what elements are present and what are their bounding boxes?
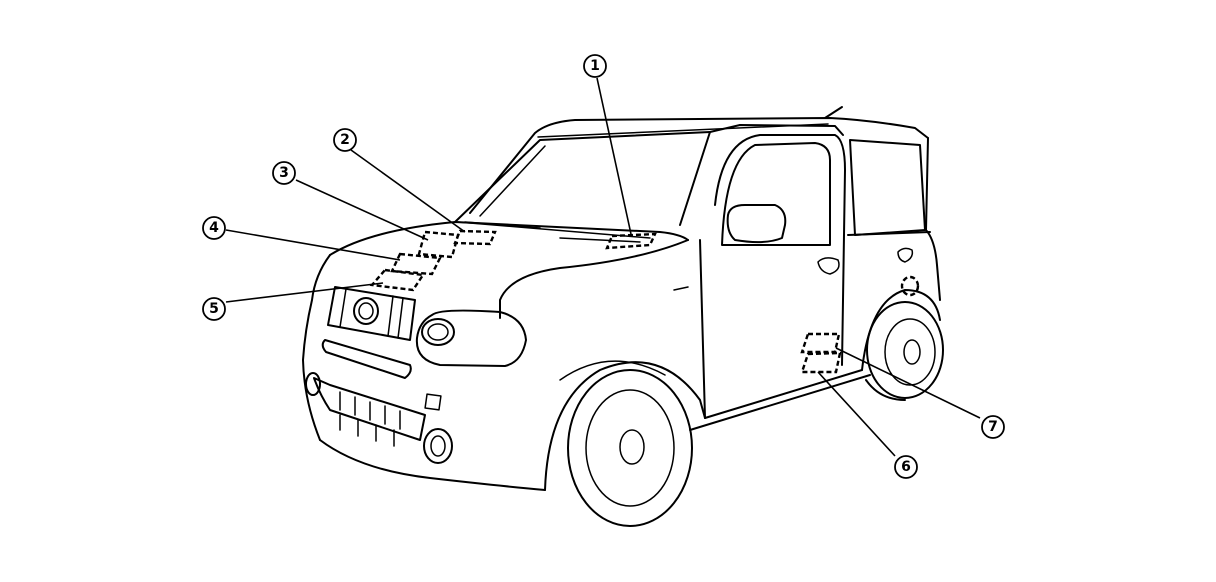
callout-2: 2 [333,128,357,152]
callout-1-number: 1 [590,58,600,74]
callout-4-number: 4 [209,220,219,236]
callout-2-number: 2 [340,132,350,148]
callout-5-number: 5 [209,301,219,317]
location-6-marker [800,351,842,374]
component-location-markers [369,229,842,374]
location-1-marker [605,232,657,250]
callout-4: 4 [202,216,226,240]
location-7-marker [800,332,841,354]
leader-lines [225,77,981,457]
callout-3: 3 [272,161,296,185]
location-3-marker [417,230,460,259]
location-5-marker [369,268,426,292]
location-2-marker [453,229,497,246]
callout-1: 1 [583,54,607,78]
location-4-marker [390,252,442,276]
callout-6-number: 6 [901,459,911,475]
callout-3-number: 3 [279,165,289,181]
callout-6: 6 [894,455,918,479]
callout-7-number: 7 [988,419,998,435]
callout-5: 5 [202,297,226,321]
vehicle-outline [302,106,944,527]
callout-7: 7 [981,415,1005,439]
